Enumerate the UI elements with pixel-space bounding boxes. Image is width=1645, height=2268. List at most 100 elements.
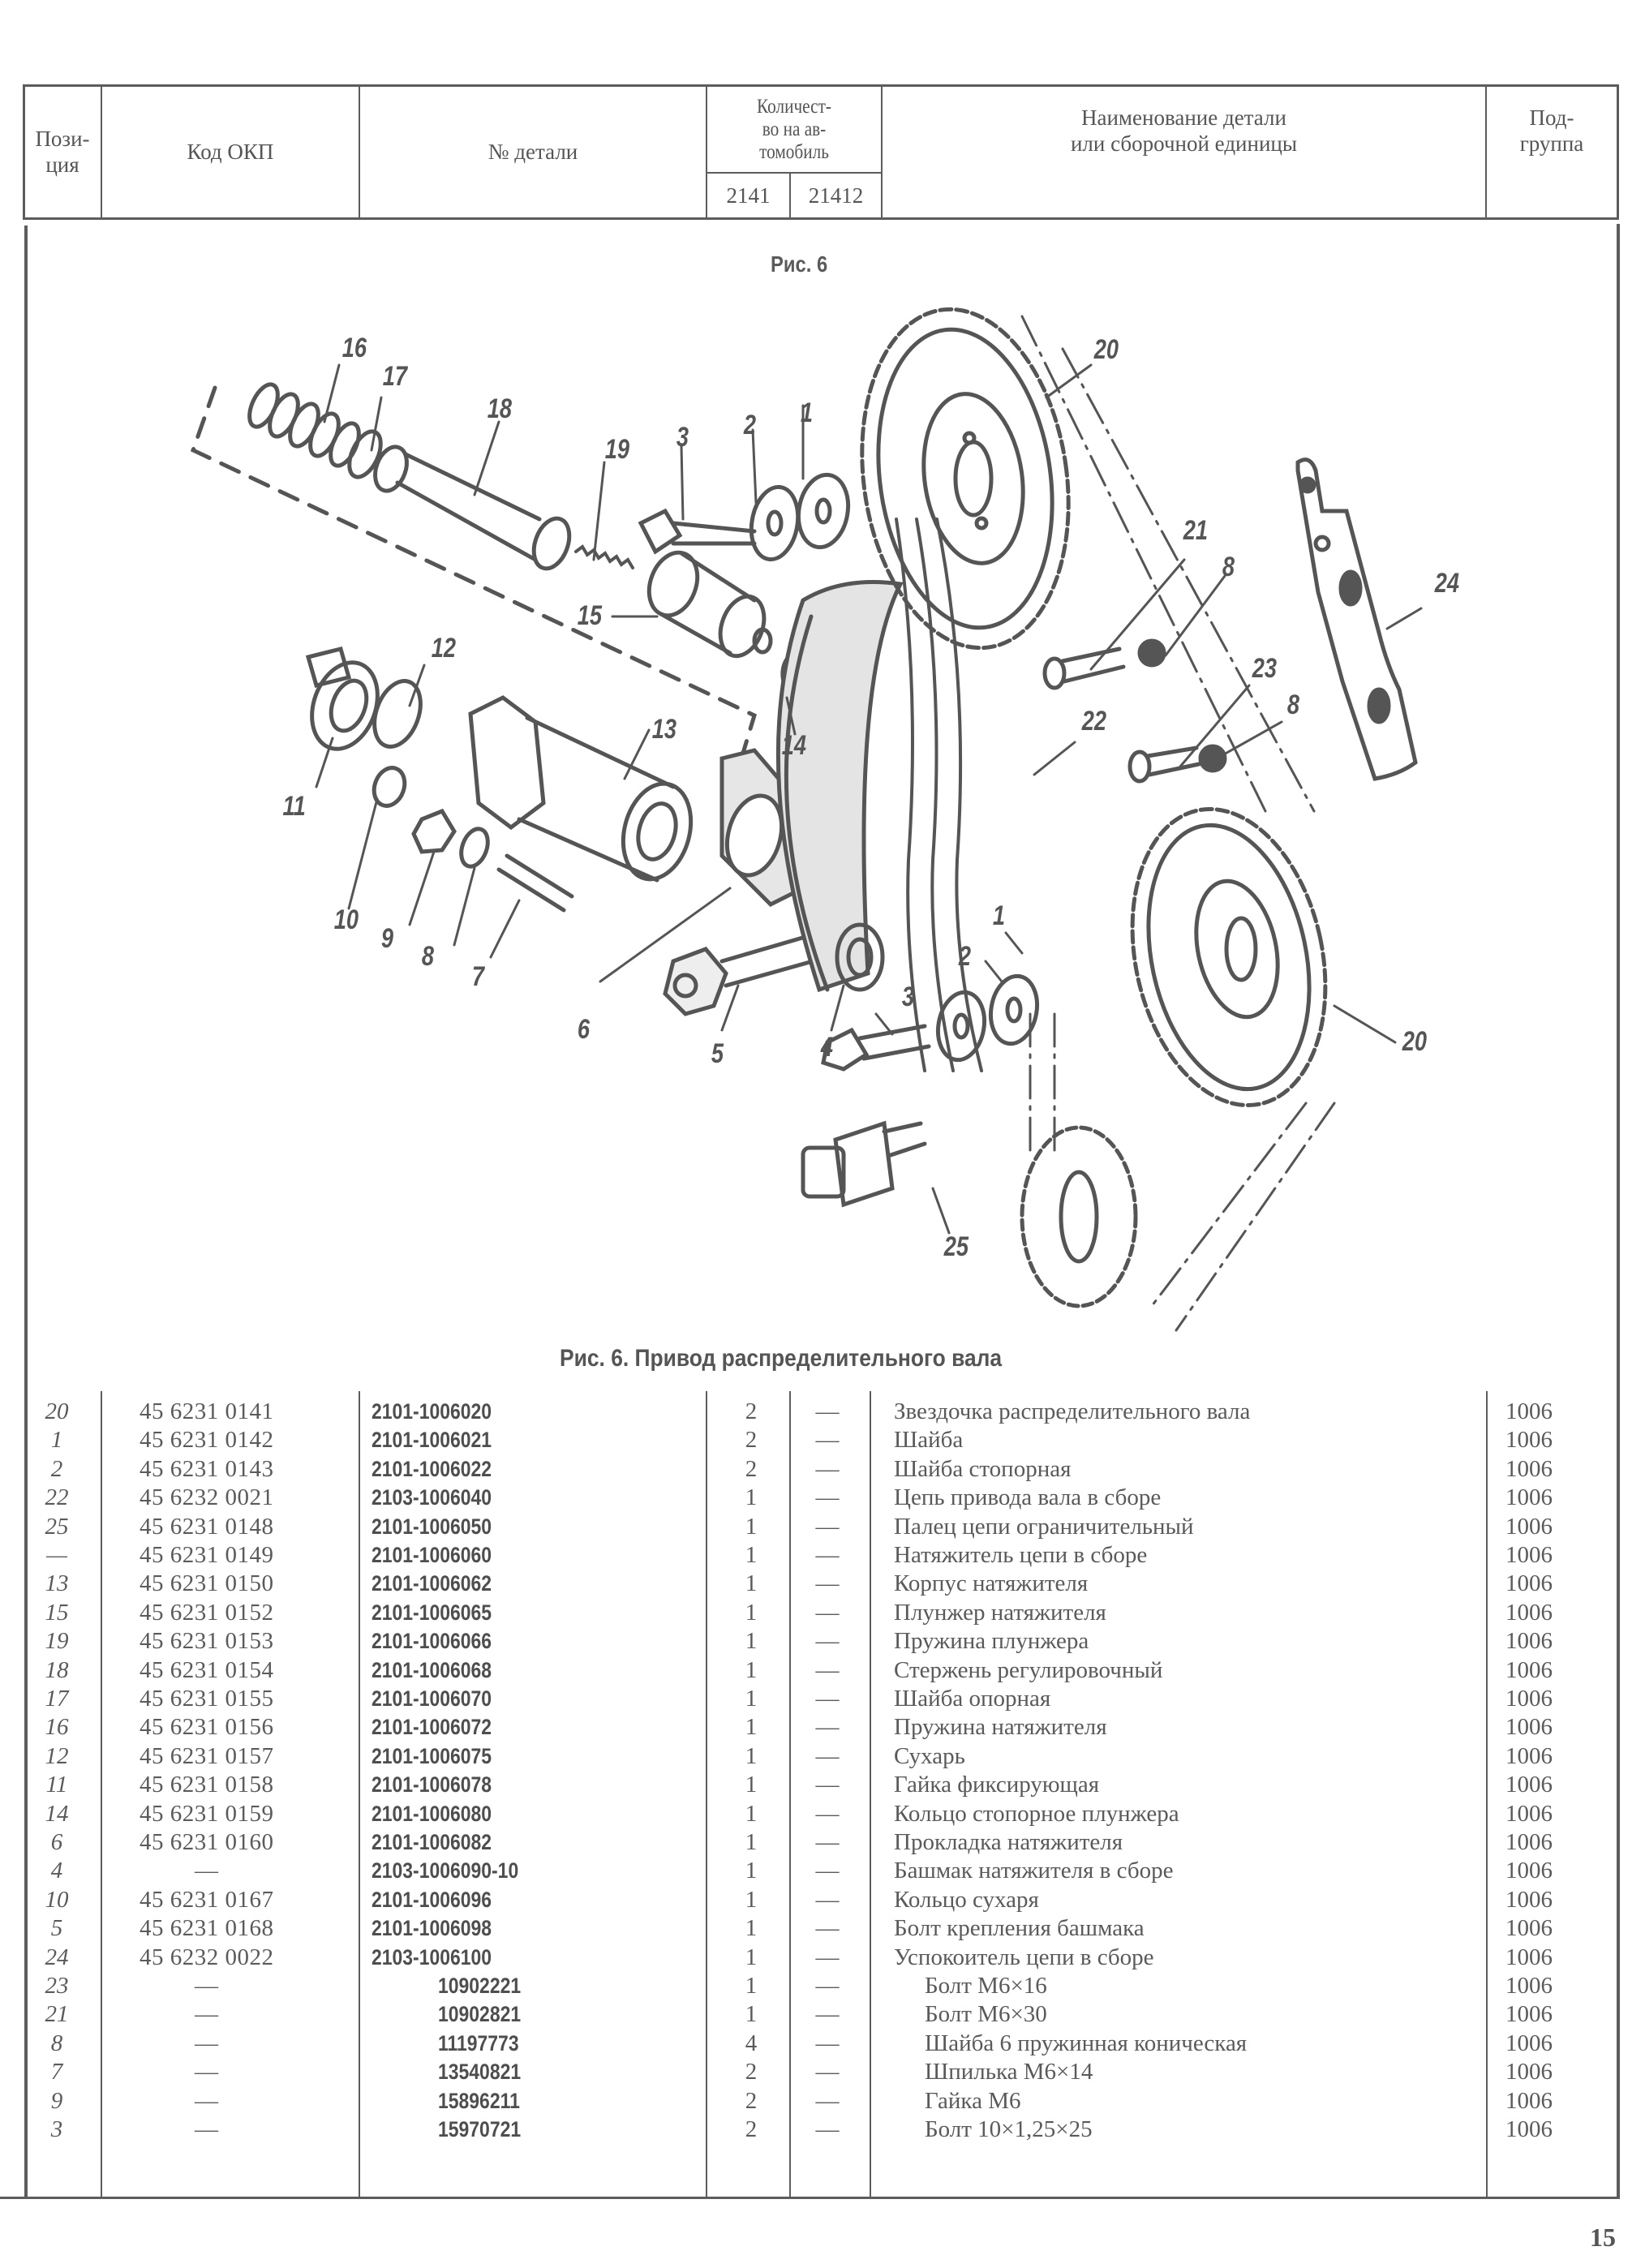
part-number-cell: 11197773 (438, 2030, 519, 2055)
subgroup-cell: 1006 (1505, 1886, 1553, 1913)
qty-2141-cell: 1 (745, 1858, 758, 1884)
header-divider (706, 84, 707, 220)
qty-2141-cell: 1 (745, 1628, 758, 1655)
washer-2-top (749, 484, 801, 562)
part-name-cell: Кольцо сухаря (894, 1886, 1039, 1913)
part-name-cell: Пружина плунжера (894, 1628, 1089, 1655)
callout-label: 7 (471, 961, 485, 992)
position-cell: — (46, 1542, 67, 1568)
okp-code-cell: — (195, 2116, 219, 2142)
okp-code-cell: 45 6231 0159 (140, 1800, 274, 1827)
qty-21412-cell: — (815, 1686, 840, 1712)
qty-2141-cell: 2 (745, 2087, 758, 2114)
sprocket-20-upper (860, 307, 1071, 651)
leader-lines (315, 363, 1423, 1235)
qty-21412-cell: — (815, 1570, 840, 1597)
part-name-cell: Гайка М6 (925, 2087, 1021, 2114)
frame-right-border (1617, 224, 1620, 2197)
okp-code-cell: 45 6231 0154 (140, 1656, 274, 1683)
subgroup-cell: 1006 (1505, 1858, 1553, 1884)
part-name-cell: Шайба 6 пружинная коническая (925, 2030, 1248, 2056)
column-divider (101, 1391, 102, 2198)
position-cell: 10 (45, 1886, 69, 1913)
callout-label: 13 (651, 714, 677, 745)
limiter-pin-25 (801, 1120, 927, 1208)
spring-16 (247, 382, 383, 479)
qty-21412-cell: — (815, 1973, 840, 1999)
part-number-cell: 2101-1006050 (372, 1514, 492, 1539)
subgroup-cell: 1006 (1505, 1427, 1553, 1454)
okp-code-cell: — (195, 1858, 219, 1884)
part-number-cell: 2101-1006072 (372, 1715, 492, 1740)
qty-21412-cell: — (815, 1628, 840, 1655)
qty-21412-cell: — (815, 1599, 840, 1626)
column-divider (359, 1391, 360, 2198)
qty-2141-cell: 2 (745, 1427, 758, 1454)
callout-label: 11 (282, 791, 306, 822)
part-name-cell: Шайба стопорная (894, 1455, 1072, 1482)
qty-2141-cell: 1 (745, 1973, 758, 1999)
subgroup-cell: 1006 (1505, 1656, 1553, 1683)
bolt-3-top (638, 508, 757, 555)
okp-code-cell: 45 6231 0143 (140, 1455, 274, 1482)
okp-code-cell: — (195, 2001, 219, 2028)
callout-label: 10 (333, 904, 359, 935)
header-divider (881, 84, 883, 220)
subgroup-cell: 1006 (1505, 1542, 1553, 1568)
part-number-cell: 2101-1006062 (372, 1571, 492, 1596)
part-name-cell: Успокоитель цепи в сборе (894, 1944, 1154, 1970)
callout-label: 17 (382, 361, 408, 392)
subgroup-cell: 1006 (1505, 1944, 1553, 1970)
part-number-cell: 2101-1006070 (372, 1686, 492, 1711)
position-cell: 15 (45, 1599, 69, 1626)
qty-2141-cell: 1 (745, 1686, 758, 1712)
callout-label: 2 (743, 410, 757, 440)
subgroup-cell: 1006 (1505, 1742, 1553, 1769)
column-divider (789, 1391, 791, 2198)
qty-2141-cell: 1 (745, 1829, 758, 1855)
chain-damper-24 (1295, 457, 1418, 781)
part-name-cell: Шпилька М6×14 (925, 2059, 1093, 2085)
callout-label: 23 (1252, 653, 1278, 684)
qty-2141-cell: 2 (745, 1398, 758, 1424)
part-name-cell: Цепь привода вала в сборе (894, 1484, 1162, 1511)
part-number-cell: 2103-1006090-10 (372, 1858, 519, 1884)
subgroup-cell: 1006 (1505, 1628, 1553, 1655)
okp-code-cell: 45 6232 0022 (140, 1944, 274, 1970)
qty-21412-cell: — (815, 1484, 840, 1511)
qty-2141-cell: 1 (745, 1915, 758, 1942)
part-number-cell: 2101-1006075 (372, 1743, 492, 1768)
part-number-cell: 10902821 (438, 2002, 522, 2027)
position-cell: 21 (45, 2001, 69, 2028)
qty-2141-cell: 1 (745, 1714, 758, 1741)
header-qty-divider (789, 172, 791, 219)
qty-21412-cell: — (815, 1427, 840, 1454)
part-number-cell: 2101-1006020 (372, 1399, 492, 1424)
position-cell: 25 (45, 1513, 69, 1540)
subgroup-cell: 1006 (1505, 1829, 1553, 1855)
qty-2141-cell: 1 (745, 1800, 758, 1827)
subgroup-cell: 1006 (1505, 1800, 1553, 1827)
qty-21412-cell: — (815, 1542, 840, 1568)
tensioner-body-13 (468, 695, 694, 883)
subgroup-cell: 1006 (1505, 2030, 1553, 2056)
callout-label: 19 (604, 434, 630, 465)
part-number-cell: 2101-1006098 (372, 1916, 492, 1941)
washer-8-lower (1198, 744, 1227, 773)
callout-label: 1 (992, 900, 1006, 931)
bolt-21 (1042, 646, 1126, 690)
position-cell: 12 (45, 1742, 69, 1769)
callout-label: 12 (431, 633, 457, 664)
qty-21412-cell: — (815, 1915, 840, 1942)
qty-21412-cell: — (815, 2001, 840, 2028)
